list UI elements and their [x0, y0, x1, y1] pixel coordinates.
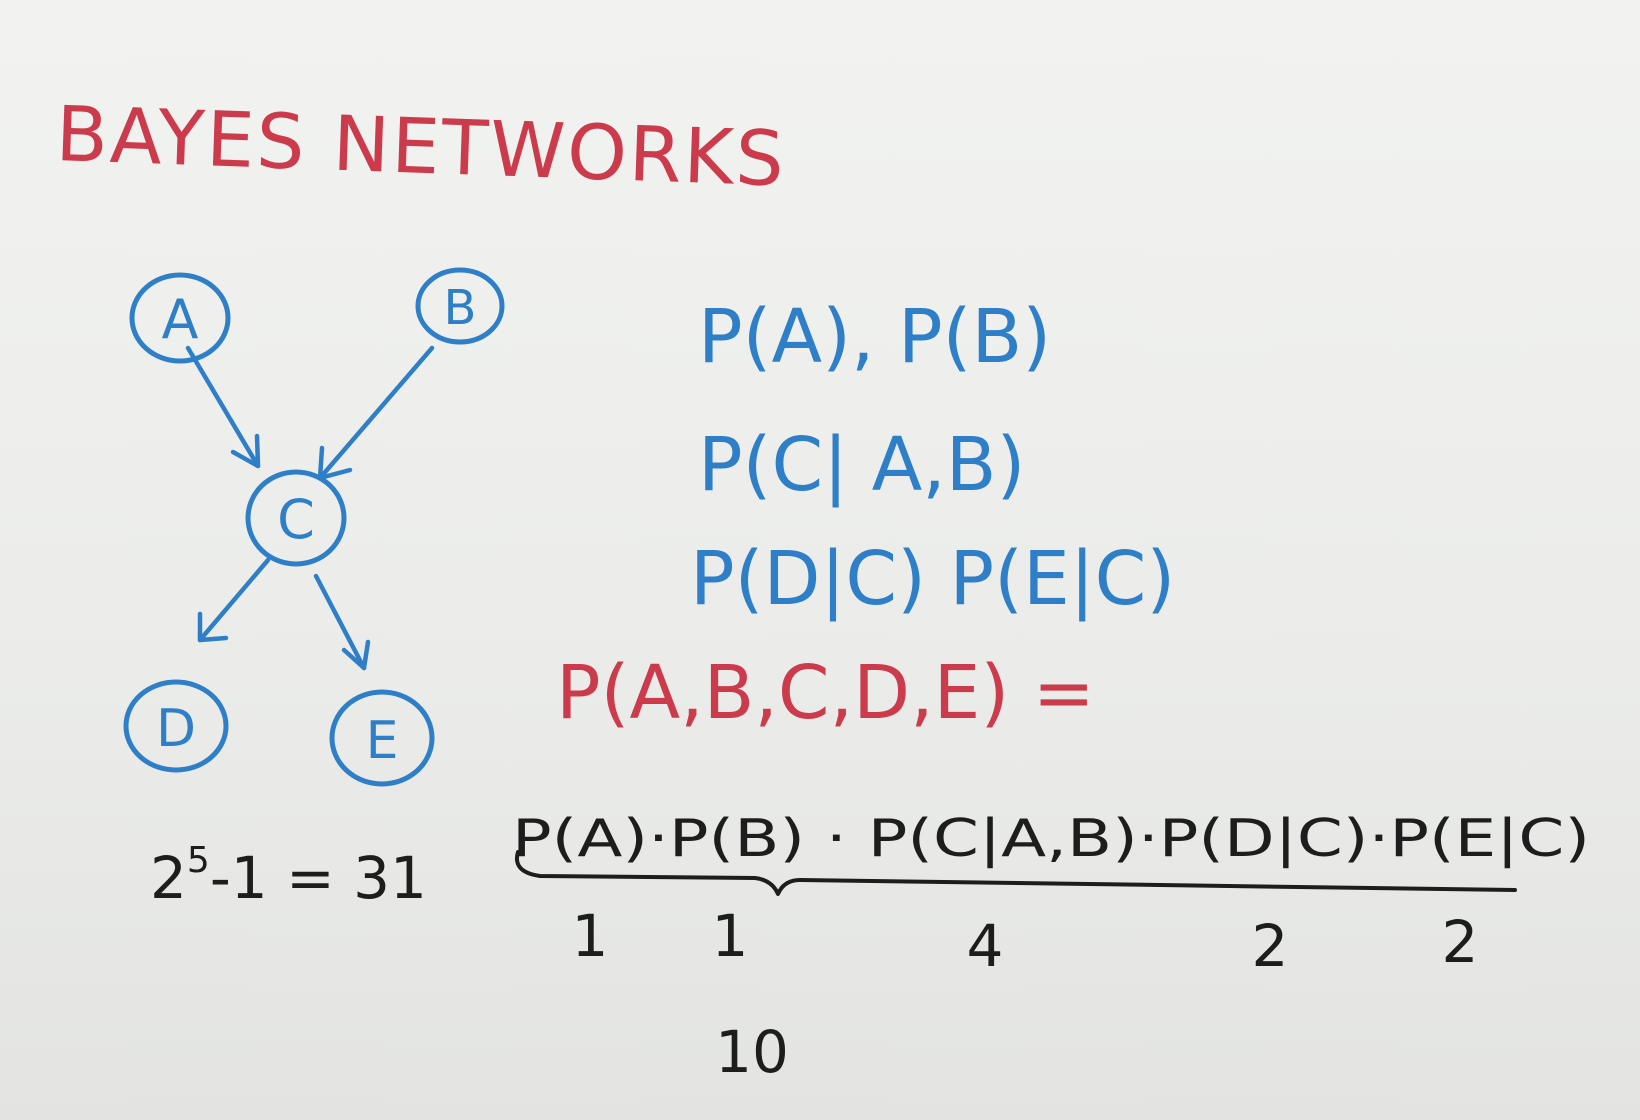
node-d-label: D: [156, 699, 196, 759]
factor-line-1: P(A), P(B): [698, 294, 1051, 380]
edge-b-c: [317, 345, 435, 481]
node-e-label: E: [366, 711, 399, 771]
arrowhead-c-e: [341, 639, 371, 671]
arrowhead-a-c: [230, 433, 261, 469]
node-b: B: [415, 267, 505, 345]
count-d: 2: [1252, 912, 1289, 980]
node-a: A: [129, 272, 231, 364]
joint-lhs: P(A,B,C,D,E) =: [556, 650, 1095, 736]
count-e: 2: [1442, 908, 1479, 976]
full-joint-count: 25-1 = 31: [150, 840, 427, 912]
network-edges: [185, 345, 435, 671]
count-b: 1: [712, 902, 749, 970]
full-joint-rest: -1 = 31: [210, 844, 427, 912]
node-d: D: [123, 679, 229, 773]
node-b-label: B: [444, 280, 477, 336]
network-nodes: A B C D E: [123, 267, 505, 787]
edge-a-c: [185, 345, 261, 469]
count-c: 4: [967, 912, 1004, 980]
factor-line-2: P(C| A,B): [698, 422, 1025, 508]
full-joint-exponent: 5: [187, 840, 210, 881]
full-joint-base: 2: [150, 844, 187, 912]
edge-c-e: [313, 573, 367, 671]
node-c-label: C: [277, 488, 315, 551]
node-e: E: [329, 689, 435, 787]
node-c: C: [245, 469, 347, 567]
factor-line-3: P(D|C) P(E|C): [690, 536, 1175, 622]
node-a-label: A: [162, 288, 199, 351]
edge-c-d: [197, 557, 271, 643]
page-title: BAYES NETWORKS: [54, 89, 787, 203]
count-total: 10: [715, 1018, 789, 1086]
count-a: 1: [572, 902, 609, 970]
arrowhead-c-d: [197, 611, 229, 643]
joint-rhs: P(A)·P(B) · P(C|A,B)·P(D|C)·P(E|C): [512, 809, 1590, 869]
underbrace: [515, 850, 1517, 896]
